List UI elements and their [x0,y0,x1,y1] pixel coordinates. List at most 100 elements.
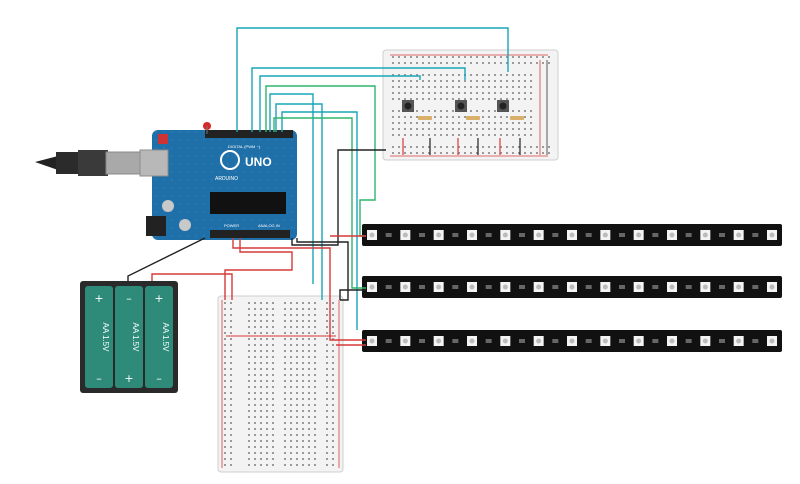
strip-pad [419,339,425,343]
breadboard-jumper [402,138,521,155]
strip-pad [685,285,692,289]
svg-text:+: + [154,292,163,305]
led-pixel-core [402,284,408,290]
strip-pad [452,285,459,289]
led-strip[interactable] [362,276,782,298]
strip-pad [719,285,725,289]
led-pixel-core [436,338,442,344]
led-pixel-core [369,232,375,238]
led-pixel-core [636,338,642,344]
strip-pad [485,285,492,289]
strip-pad [585,233,592,237]
led-pixel-core [702,284,708,290]
strip-pad [719,233,725,237]
led-pixel-core [469,232,475,238]
strip-pad [519,339,525,343]
arduino-board[interactable] [139,122,297,240]
arduino-maker-label: ARDUINO [215,176,238,182]
svg-text:–: – [126,292,132,305]
strip-pad [552,339,559,343]
strip-pad [385,339,392,343]
led-pixel-core [536,232,542,238]
led-pixel-core [469,284,475,290]
led-pixel-core [569,338,575,344]
strip-pad [485,233,492,237]
led-pixel-core [669,284,675,290]
led-pixel-core [402,232,408,238]
led-pixel-core [569,284,575,290]
strip-pad [385,285,392,289]
analog-header-label: ANALOG IN [258,223,280,228]
strip-pad [619,233,625,237]
svg-text:–: – [96,372,102,385]
push-button[interactable] [455,100,467,112]
led-pixel-core [502,284,508,290]
led-pixel-core [569,232,575,238]
led-pixel-core [502,338,508,344]
strip-pad [685,233,692,237]
svg-text:+: + [94,292,103,305]
led-pixel-core [736,284,742,290]
strip-pad [652,285,659,289]
svg-text:–: – [156,372,162,385]
arduino-uno-label: UNO [245,155,272,169]
strip-pad [619,339,625,343]
wires [127,27,509,346]
digital-header-label: DIGITAL (PWM ~) [228,144,261,149]
led-pixel-core [369,284,375,290]
battery-pack[interactable] [80,281,178,393]
power-header-label: POWER [224,223,239,228]
svg-text:+: + [124,372,133,385]
usb-cable [35,150,141,176]
led-pixel-core [669,232,675,238]
breadboard-bottom[interactable] [217,295,344,473]
led-pixel-core [536,338,542,344]
strip-pad [552,285,559,289]
led-pixel-core [436,232,442,238]
led-pixel-core [769,338,775,344]
strip-pad [452,233,459,237]
battery-cell-label: AA 1.5V [101,323,110,353]
led-pixel-core [702,338,708,344]
strip-pad [519,233,525,237]
led-pixel-core [369,338,375,344]
strip-pad [452,339,459,343]
strip-pad [619,285,625,289]
strip-pad [719,339,725,343]
strip-pad [685,339,692,343]
led-strip[interactable] [362,224,782,246]
led-pixel-core [602,232,608,238]
battery-cell-label: AA 1.5V [161,323,170,353]
strip-pad [752,233,759,237]
led-pixel-core [702,232,708,238]
strip-pad [652,339,659,343]
led-pixel-core [602,338,608,344]
strip-pad [752,285,759,289]
battery-terminal-symbols: + – – + + – [94,292,163,385]
resistor [466,116,480,120]
battery-cell-label: AA 1.5V [131,323,140,353]
led-pixel-core [736,338,742,344]
resistor [418,116,432,120]
led-pixel-core [402,338,408,344]
strip-pad [419,285,425,289]
led-pixel-core [769,284,775,290]
strip-pad [585,285,592,289]
led-strip[interactable] [362,330,782,352]
led-pixel-core [502,232,508,238]
led-pixel-core [736,232,742,238]
strip-pad [419,233,425,237]
strip-pad [385,233,392,237]
led-pixel-core [769,232,775,238]
led-pixel-core [436,284,442,290]
strip-pad [585,339,592,343]
strip-pad [485,339,492,343]
push-button[interactable] [402,100,414,112]
push-button[interactable] [497,100,509,112]
led-pixel-core [469,338,475,344]
strip-pad [552,233,559,237]
strip-pad [519,285,525,289]
led-pixel-core [636,284,642,290]
